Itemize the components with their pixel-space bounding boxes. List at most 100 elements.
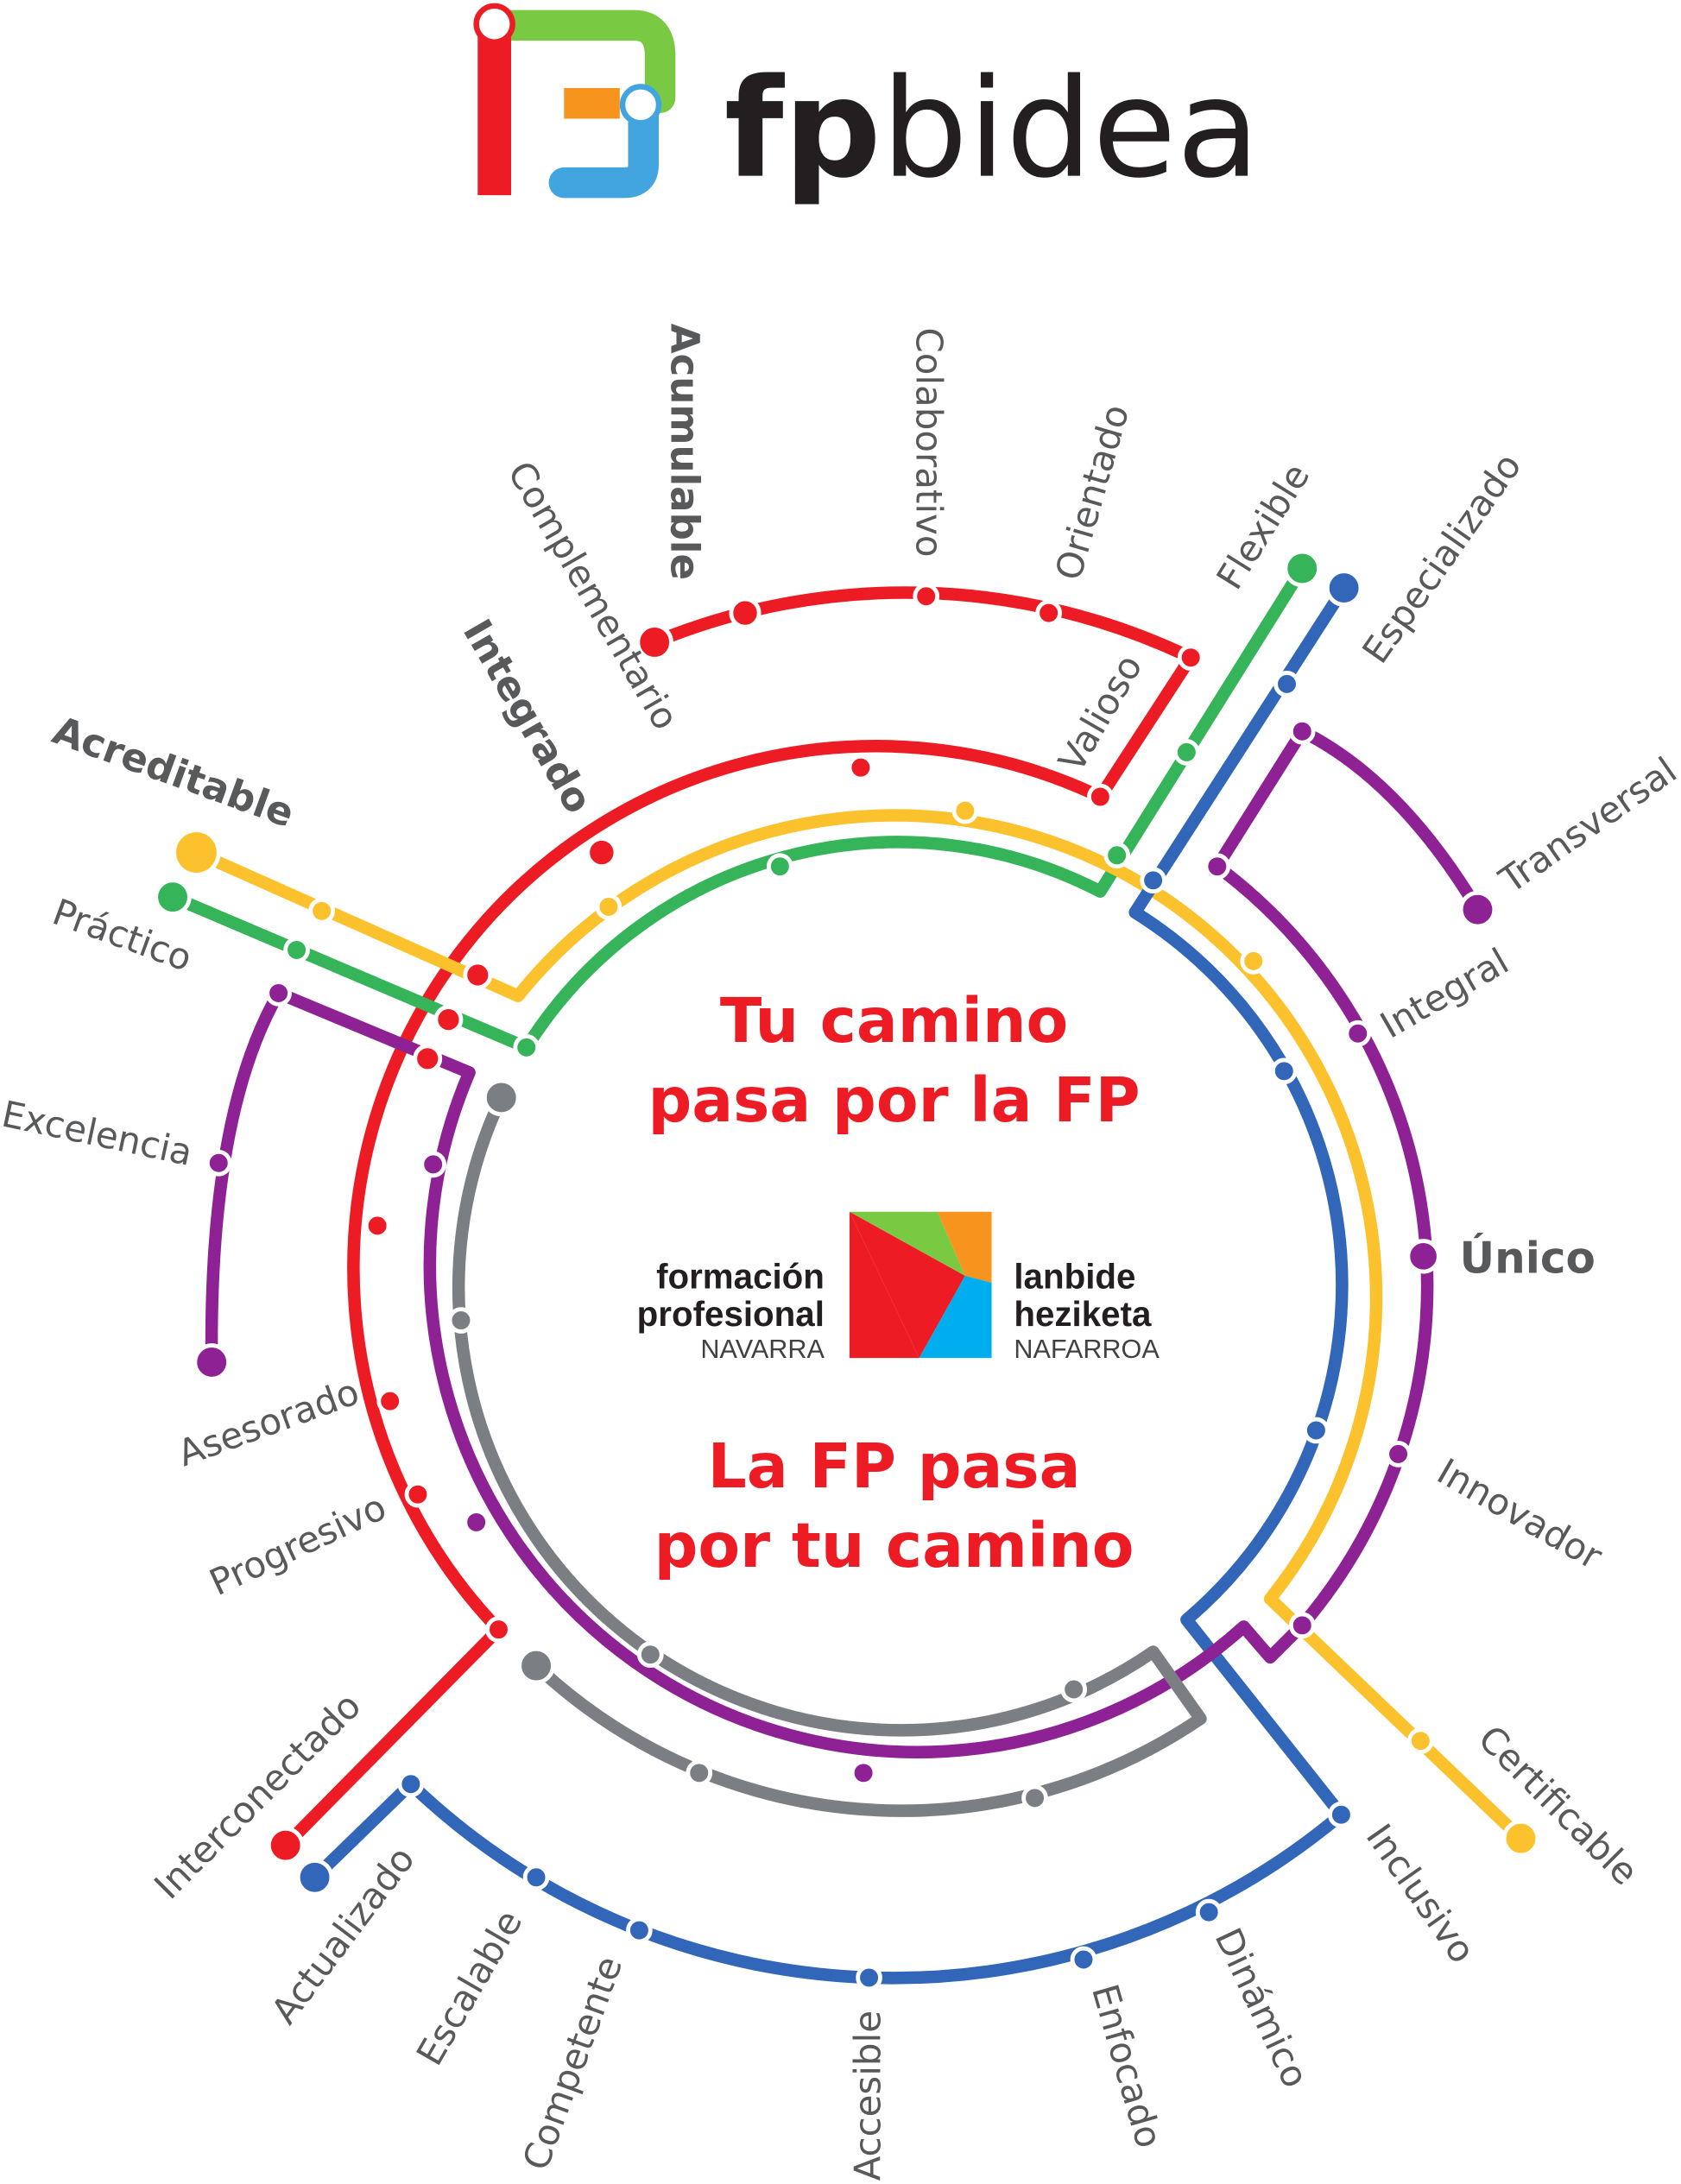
blue-line [308, 581, 1350, 1985]
label-innovador: Innovador [1430, 1450, 1609, 1578]
station-dot [585, 836, 618, 869]
station-dot [847, 754, 875, 781]
slogan-line-1: Tu camino [720, 985, 1068, 1057]
station-terminal [172, 828, 221, 877]
station-terminal [193, 1343, 231, 1381]
label-unico: Único [1460, 1233, 1596, 1284]
logo-text-nafarroa: NAFARROA [1014, 1335, 1160, 1364]
station-terminal [266, 1826, 305, 1865]
station-terminal [517, 1646, 555, 1685]
station-dot [1288, 1612, 1316, 1639]
label-acumulable: Acumulable [662, 324, 708, 580]
label-valioso: Valioso [1050, 647, 1150, 779]
station-terminal [482, 1078, 521, 1117]
logo-text-formacion: formación [656, 1256, 825, 1296]
station-terminal [1324, 569, 1363, 607]
station-terminal [295, 1859, 334, 1897]
brand-name-bold: fp [724, 50, 882, 209]
station-dot [363, 1212, 391, 1240]
station-dot [404, 1480, 432, 1508]
station-dot [1204, 853, 1231, 881]
station-dot [913, 583, 940, 610]
station-dot [1087, 783, 1114, 811]
label-accesible: Accesible [846, 2010, 888, 2181]
label-integral: Integral [1373, 940, 1515, 1047]
station-dot [433, 1005, 464, 1035]
red-line [279, 586, 1198, 1852]
station-dot [767, 853, 793, 881]
station-dot [1177, 644, 1204, 672]
station-terminal [154, 878, 192, 916]
station-dot [636, 1641, 664, 1669]
yellow-line [190, 809, 1527, 1845]
station-dot [1070, 1946, 1097, 1973]
station-dot [686, 1759, 713, 1787]
station-dot [513, 1034, 540, 1061]
station-dot [283, 937, 310, 963]
station-dot [856, 1964, 882, 1991]
station-dot [595, 893, 622, 920]
label-certificable: Certificable [1470, 1717, 1646, 1893]
label-integrado: Integrado [454, 611, 602, 821]
station-dot [1270, 1057, 1298, 1085]
station-dot [1060, 1676, 1088, 1703]
station-dot [951, 797, 979, 824]
label-colaborativo: Colaborativo [907, 327, 950, 557]
station-terminal [635, 623, 673, 661]
label-enfocado: Enfocado [1084, 1979, 1171, 2153]
label-orientado: Orientado [1047, 400, 1138, 584]
station-dot [729, 596, 762, 629]
station-dot [447, 1307, 475, 1334]
station-dot [463, 960, 493, 990]
station-dot [1328, 1801, 1355, 1828]
station-dot [1288, 717, 1316, 745]
label-escalable: Escalable [408, 1903, 531, 2072]
logo-text-profesional: profesional [637, 1294, 825, 1334]
label-especializado: Especializado [1354, 445, 1529, 671]
fpbidea-logo-icon [473, 3, 676, 199]
slogan-line-4: por tu camino [654, 1510, 1134, 1581]
station-dot [1385, 1441, 1412, 1468]
station-dot [1035, 599, 1062, 627]
station-dot [397, 1771, 425, 1798]
label-inclusivo: Inclusivo [1358, 1816, 1484, 1971]
station-dot [1240, 948, 1267, 975]
slogan-line-3: La FP pasa [708, 1430, 1081, 1502]
station-dot [850, 1759, 877, 1787]
label-dinamico: Dinámico [1207, 1922, 1318, 2094]
station-dot [205, 1149, 232, 1177]
label-progresivo: Progresivo [203, 1486, 392, 1604]
gray-line [452, 1091, 1207, 1817]
green-line [166, 562, 1309, 1054]
brand-name: fpbidea [724, 50, 1261, 209]
station-dot [1406, 1239, 1441, 1274]
fpbidea-logo: fpbidea [473, 3, 1261, 209]
station-dot [485, 1616, 512, 1643]
station-dot [308, 897, 335, 925]
stations [154, 549, 1540, 1991]
station-dot [1195, 1898, 1223, 1926]
station-dot [1344, 1019, 1372, 1047]
label-excelencia: Excelencia [0, 1093, 196, 1174]
station-dot [1140, 867, 1166, 894]
logo-text-lanbide: lanbide [1014, 1256, 1135, 1296]
station-dot [1303, 1417, 1330, 1444]
station-dot [1407, 1727, 1434, 1755]
logo-text-heziketa: heziketa [1014, 1294, 1152, 1334]
station-dot [463, 1509, 490, 1536]
station-dot [1173, 739, 1200, 766]
station-terminal [1501, 1819, 1540, 1858]
station-dot [376, 1387, 403, 1415]
station-dot [265, 980, 292, 1007]
station-dot [626, 1916, 653, 1944]
logo-mark [849, 1211, 992, 1359]
slogan-line-2: pasa por la FP [648, 1064, 1140, 1136]
station-dot [1021, 1784, 1048, 1812]
station-terminal [1283, 549, 1322, 588]
label-competente: Competente [515, 1951, 631, 2175]
station-dot [1103, 842, 1131, 869]
station-dot [413, 1044, 443, 1074]
purple-line-transversal [205, 724, 1484, 1758]
label-acreditable: Acreditable [47, 707, 300, 836]
